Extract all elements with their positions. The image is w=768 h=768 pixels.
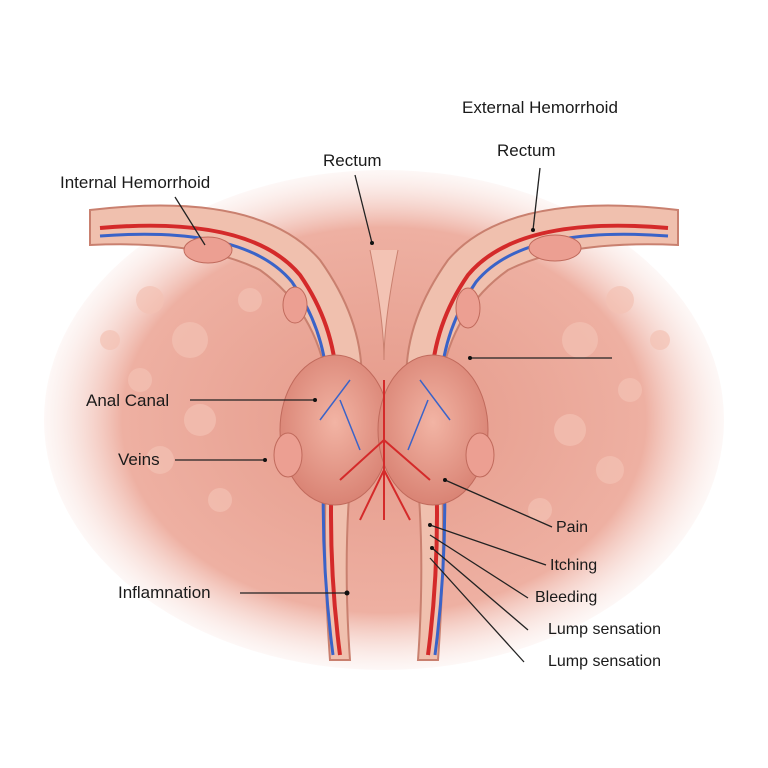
- label-itching: Itching: [550, 557, 598, 574]
- label-anal-canal: Anal Canal: [86, 391, 170, 410]
- label-rectum-right: Rectum: [497, 141, 556, 160]
- label-inflammation: Inflamnation: [118, 583, 211, 602]
- hemorrhoid-nodules: [183, 234, 582, 478]
- leader-lines: [174, 167, 612, 663]
- title-external-hemorrhoid: External Hemorrhoid: [462, 98, 618, 117]
- label-bleeding: Bleeding: [535, 589, 598, 606]
- label-lump-sensation-1: Lump sensation: [548, 621, 661, 638]
- label-internal-hemorrhoid: Internal Hemorrhoid: [60, 173, 211, 192]
- leader-dots: [263, 228, 535, 596]
- label-lump-sensation-2: Lump sensation: [548, 653, 661, 670]
- central-cushions: [279, 249, 489, 521]
- label-veins: Veins: [118, 450, 160, 469]
- label-pain: Pain: [556, 519, 589, 536]
- label-rectum-center: Rectum: [323, 151, 382, 170]
